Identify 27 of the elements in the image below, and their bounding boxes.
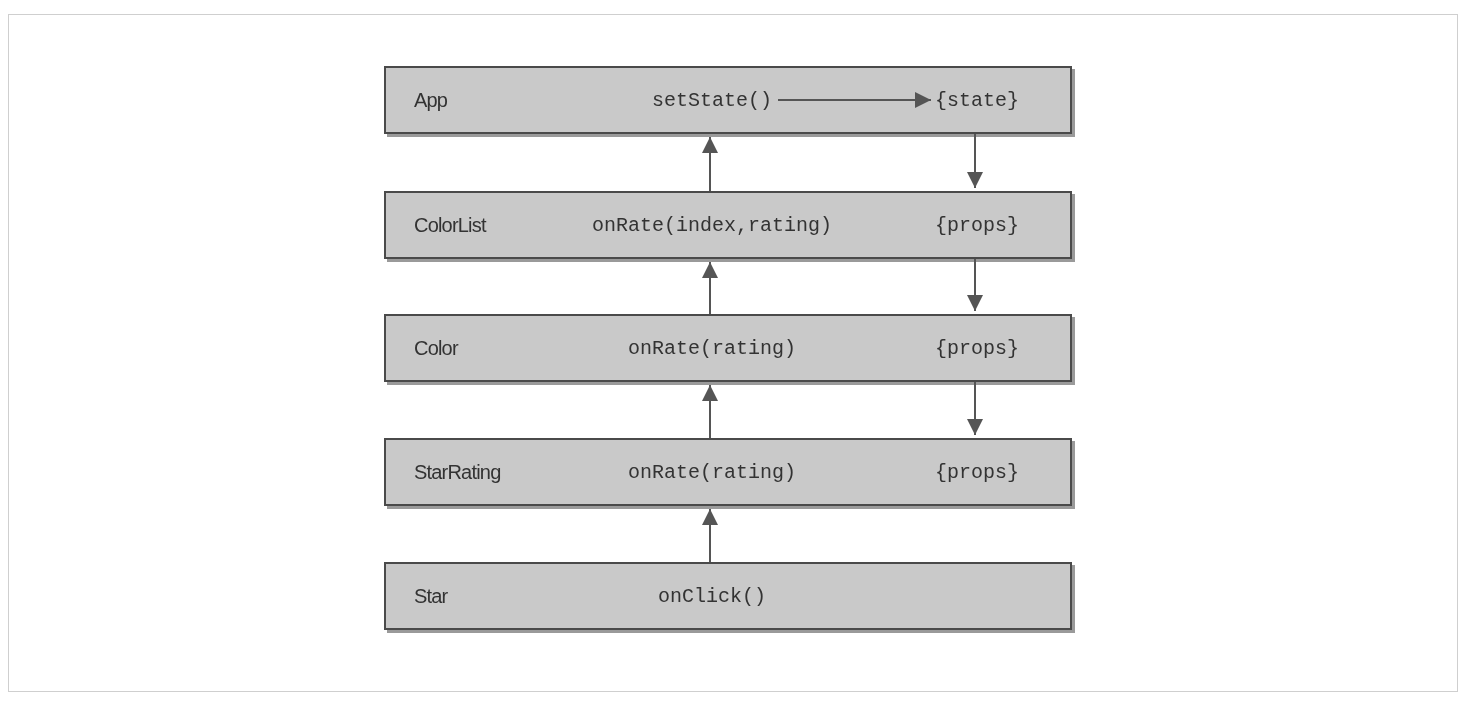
arrow [967, 258, 983, 312]
component-name: Color [414, 336, 458, 360]
arrow [967, 133, 983, 189]
component-name: StarRating [414, 460, 501, 484]
component-band [384, 191, 1072, 259]
arrow [967, 381, 983, 436]
props-text: {props} [935, 460, 1019, 484]
arrow [702, 261, 718, 315]
component-name: ColorList [414, 213, 486, 237]
props-text: {props} [935, 213, 1019, 237]
code-text: setState() [652, 88, 772, 112]
arrow [777, 92, 932, 108]
arrow [702, 384, 718, 439]
component-band [384, 438, 1072, 506]
arrow [702, 136, 718, 192]
arrow [702, 508, 718, 563]
props-text: {props} [935, 336, 1019, 360]
component-name: Star [414, 584, 448, 608]
method-text: onRate(rating) [628, 336, 796, 360]
component-band [384, 66, 1072, 134]
component-name: App [414, 88, 448, 112]
component-band [384, 562, 1072, 630]
method-text: onRate(index,rating) [592, 213, 832, 237]
component-band [384, 314, 1072, 382]
method-text: onRate(rating) [628, 460, 796, 484]
method-text: onClick() [658, 584, 766, 608]
code-text: {state} [935, 88, 1019, 112]
